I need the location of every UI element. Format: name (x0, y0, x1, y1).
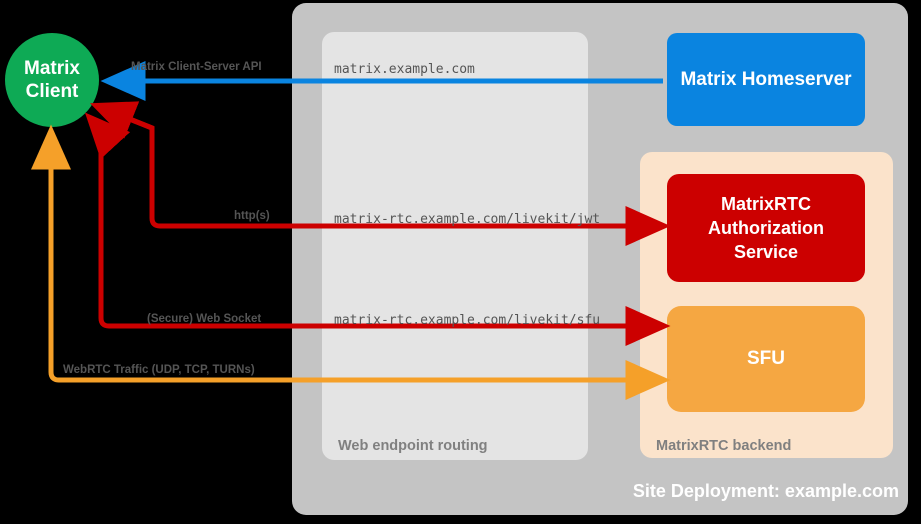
group-web-endpoint-routing (322, 32, 588, 460)
node-matrixrtc-authorization-service[interactable] (667, 174, 865, 282)
edge-websocket (88, 116, 663, 329)
node-sfu[interactable] (667, 306, 865, 412)
edge-websocket-arrow-to-client (84, 112, 131, 160)
node-matrix-homeserver[interactable] (667, 33, 865, 126)
node-matrix-client[interactable] (5, 33, 99, 127)
edge-https (96, 103, 663, 229)
edge-https-arrow-to-client (90, 101, 155, 140)
edge-webrtc (48, 140, 663, 383)
